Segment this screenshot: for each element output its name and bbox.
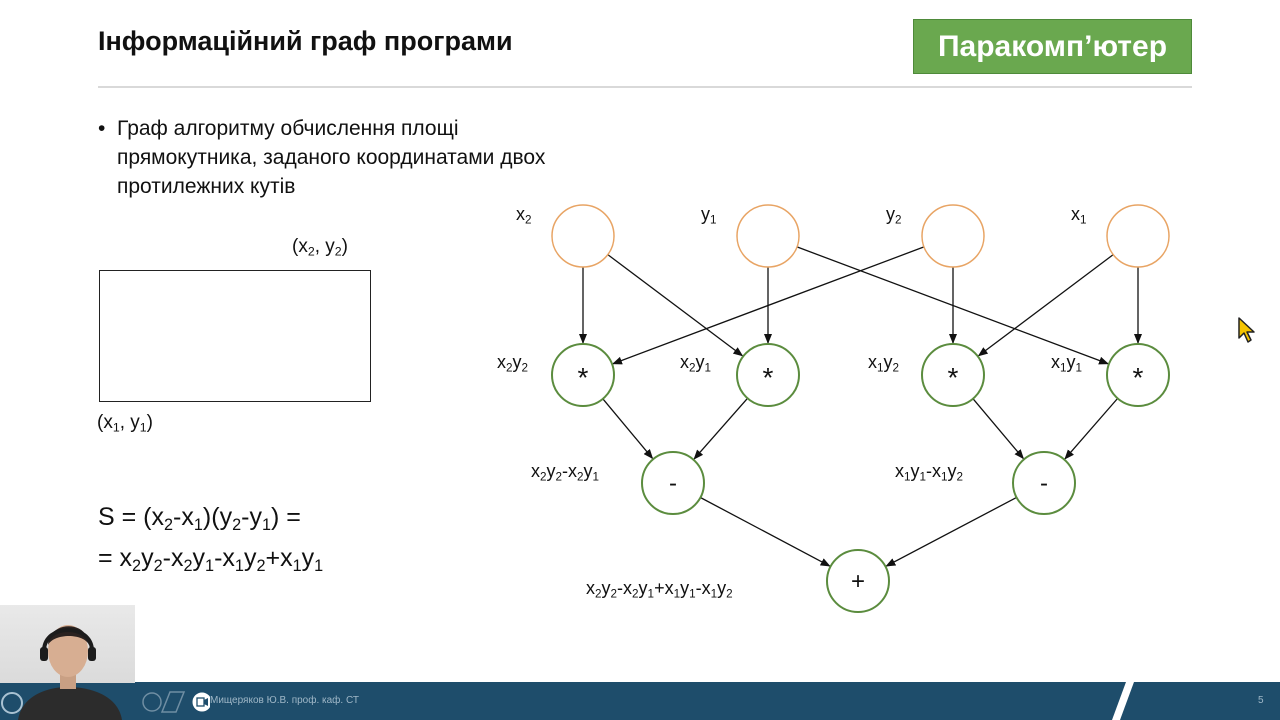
footer-bar bbox=[0, 682, 1280, 720]
graph-edge-s1-a0 bbox=[885, 496, 1017, 567]
graph-node-in0 bbox=[551, 204, 615, 268]
graph-node-m0 bbox=[551, 343, 615, 407]
footer-stripe bbox=[1112, 682, 1134, 720]
graph-edge-m0-s0 bbox=[602, 398, 654, 460]
graph-edge-s0-a0 bbox=[700, 496, 831, 567]
graph-edge-m2-s1 bbox=[972, 398, 1025, 460]
graph-node-in1 bbox=[736, 204, 800, 268]
graph-node-symbol: * bbox=[763, 362, 774, 393]
input-label-x2: x2 bbox=[516, 204, 532, 227]
mult-label-x2y1: x2y1 bbox=[680, 352, 712, 375]
graph-node-s0 bbox=[641, 451, 705, 515]
title-divider bbox=[98, 86, 1192, 88]
input-label-y1: y1 bbox=[701, 204, 717, 227]
mult-label-x2y2: x2y2 bbox=[497, 352, 529, 375]
input-label-y2: y2 bbox=[886, 204, 902, 227]
bullet-line: Граф алгоритму обчислення площі bbox=[117, 117, 459, 140]
graph-node-symbol: + bbox=[851, 568, 865, 595]
rectangle-shape bbox=[99, 270, 371, 402]
graph-edge-m1-s0 bbox=[693, 397, 749, 460]
slide-title: Інформаційний граф програми bbox=[98, 26, 513, 56]
graph-node-symbol: * bbox=[948, 362, 959, 393]
brand-badge: Паракомп’ютер bbox=[913, 19, 1192, 74]
graph-node-a0 bbox=[826, 549, 890, 613]
input-label-x1: x1 bbox=[1071, 204, 1087, 227]
graph-node-m2 bbox=[921, 343, 985, 407]
footer-media-controls bbox=[142, 691, 210, 713]
add-label: x2y2-x2y1+x1y1-x1y2 bbox=[586, 578, 733, 601]
graph-edge-in0-m1 bbox=[607, 254, 744, 357]
sub-label-left: x2y2-x2y1 bbox=[531, 461, 600, 484]
mult-label-x1y2: x1y2 bbox=[868, 352, 900, 375]
graph-edge-m3-s1 bbox=[1064, 397, 1119, 460]
graph-edge-in3-m2 bbox=[977, 254, 1114, 357]
formula-line-1: S = (x2-x1)(y2-y1) = bbox=[98, 503, 301, 534]
footer-author: Мищеряков Ю.В. проф. каф. СТ bbox=[210, 695, 359, 706]
presenter-silhouette bbox=[0, 625, 135, 720]
bullet-line: протилежних кутів bbox=[117, 175, 296, 198]
information-graph: * * * * - - + bbox=[551, 204, 1170, 613]
graph-node-symbol: * bbox=[1133, 362, 1144, 393]
graph-node-m3 bbox=[1106, 343, 1170, 407]
graph-edge-in2-m0 bbox=[612, 246, 925, 365]
mouse-cursor-icon bbox=[1238, 317, 1255, 343]
formula-line-2: = x2y2-x2y1-x1y2+x1y1 bbox=[98, 544, 324, 575]
corner-label-top-right: (x2, y2) bbox=[292, 236, 348, 259]
graph-node-s1 bbox=[1012, 451, 1076, 515]
corner-label-bottom-left: (x1, y1) bbox=[97, 412, 153, 435]
page-number: 5 bbox=[1258, 695, 1264, 706]
graph-node-symbol: - bbox=[669, 470, 677, 497]
graph-node-in2 bbox=[921, 204, 985, 268]
bullet-text: Граф алгоритму обчислення площі прямокут… bbox=[117, 114, 545, 201]
graph-node-in3 bbox=[1106, 204, 1170, 268]
bullet-line: прямокутника, заданого координатами двох bbox=[117, 146, 546, 169]
bullet-dot: • bbox=[98, 117, 106, 140]
mult-label-x1y1: x1y1 bbox=[1051, 352, 1083, 375]
graph-node-symbol: * bbox=[578, 362, 589, 393]
graph-node-m1 bbox=[736, 343, 800, 407]
sub-label-right: x1y1-x1y2 bbox=[895, 461, 964, 484]
presenter-webcam bbox=[0, 605, 135, 720]
graph-node-symbol: - bbox=[1040, 470, 1048, 497]
